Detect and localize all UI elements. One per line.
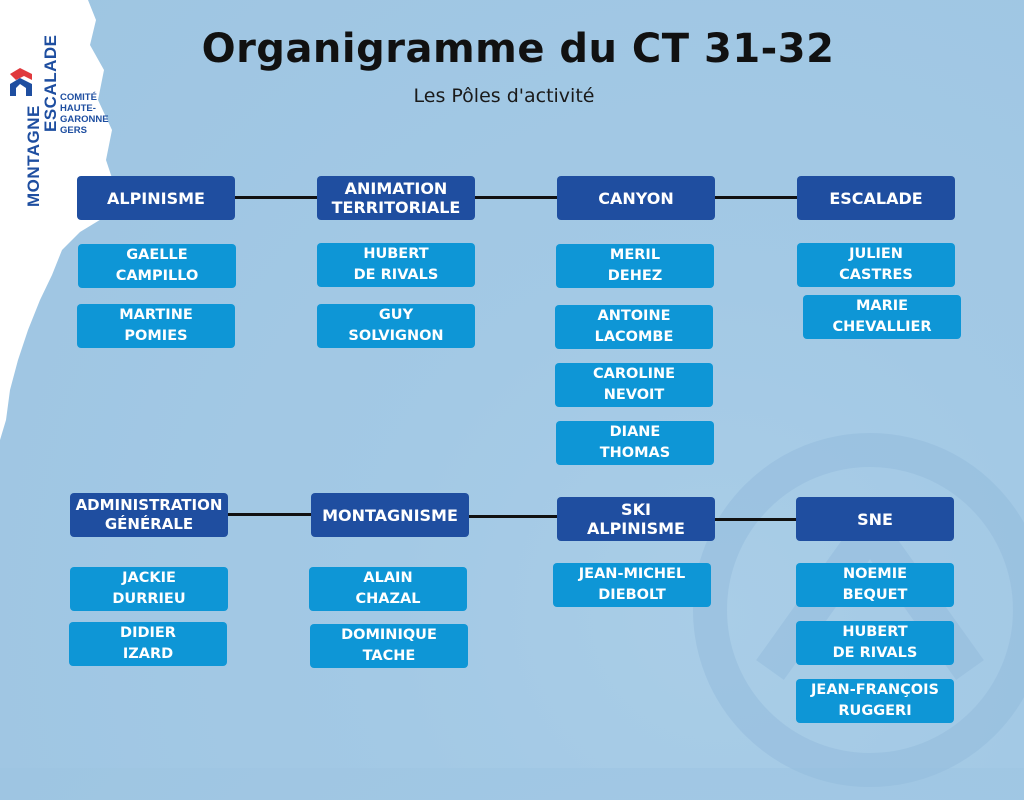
logo-line: GERS <box>60 125 87 136</box>
member-box: ANTOINE LACOMBE <box>555 305 713 349</box>
member-box: GUY SOLVIGNON <box>317 304 475 348</box>
logo-line: HAUTE- <box>60 103 96 114</box>
member-box: HUBERT DE RIVALS <box>317 243 475 287</box>
pole-ski-alpinisme: SKI ALPINISME <box>557 497 715 541</box>
logo-line: GARONNE <box>60 114 109 125</box>
logo: MONTAGNE ESCALADE COMITÉ HAUTE- GARONNE … <box>0 0 130 230</box>
member-box: ALAIN CHAZAL <box>309 567 467 611</box>
torn-paper-strip <box>0 0 116 440</box>
logo-mountain-icon <box>10 68 32 96</box>
member-box: HUBERT DE RIVALS <box>796 621 954 665</box>
pole-sne: SNE <box>796 497 954 541</box>
pole-montagnisme: MONTAGNISME <box>311 493 469 537</box>
member-box: GAELLE CAMPILLO <box>78 244 236 288</box>
pole-alpinisme: ALPINISME <box>77 176 235 220</box>
pole-administration-generale: ADMINISTRATION GÉNÉRALE <box>70 493 228 537</box>
page-subtitle: Les Pôles d'activité <box>413 85 595 107</box>
connector-line-bottom-3 <box>636 518 874 521</box>
connector-line-bottom-2 <box>389 515 636 518</box>
logo-line: COMITÉ <box>60 92 97 103</box>
member-box: CAROLINE NEVOIT <box>555 363 713 407</box>
member-box: MERIL DEHEZ <box>556 244 714 288</box>
page-title: Organigramme du CT 31-32 <box>201 26 835 72</box>
logo-committee-text: COMITÉ HAUTE- GARONNE GERS <box>60 92 109 136</box>
member-box: DOMINIQUE TACHE <box>310 624 468 668</box>
member-box: DIANE THOMAS <box>556 421 714 465</box>
member-box: MARIE CHEVALLIER <box>803 295 961 339</box>
member-box: MARTINE POMIES <box>77 304 235 348</box>
member-box: JULIEN CASTRES <box>797 243 955 287</box>
connector-line-bottom-1 <box>148 513 388 516</box>
pole-animation-territoriale: ANIMATION TERRITORIALE <box>317 176 475 220</box>
pole-escalade: ESCALADE <box>797 176 955 220</box>
pole-canyon: CANYON <box>557 176 715 220</box>
member-box: DIDIER IZARD <box>69 622 227 666</box>
member-box: JEAN-MICHEL DIEBOLT <box>553 563 711 607</box>
member-box: JEAN-FRANÇOIS RUGGERI <box>796 679 954 723</box>
member-box: JACKIE DURRIEU <box>70 567 228 611</box>
connector-line-top <box>156 196 876 199</box>
member-box: NOEMIE BEQUET <box>796 563 954 607</box>
background-emblem <box>693 433 1024 787</box>
